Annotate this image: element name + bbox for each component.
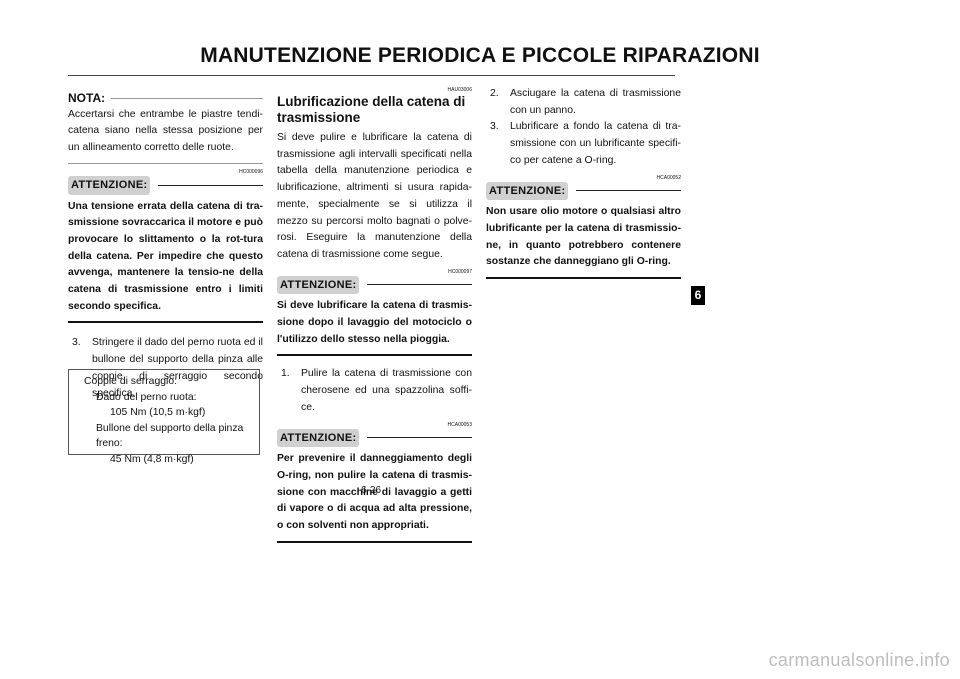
page-header-title: MANUTENZIONE PERIODICA E PICCOLE RIPARAZ…	[200, 44, 760, 67]
list-item-step-3: 3. Stringere il dado del perno ruota ed …	[68, 335, 263, 402]
middle-column: HAU03006 Lubrificazione della catena di …	[277, 86, 472, 543]
caution-end-rule	[277, 354, 472, 357]
spec-title: Coppie di serraggio:	[84, 376, 177, 387]
caution-label: ATTENZIONE:	[277, 428, 360, 448]
section-tab: 6	[691, 286, 705, 305]
step-text: Stringere il dado del perno ruota ed il …	[92, 337, 263, 399]
caution-text: Si deve lubrificare la catena di trasmis…	[277, 300, 472, 345]
caution-heading-rule	[576, 190, 681, 192]
left-column: NOTA: Accertarsi che entrambe le piastre…	[68, 86, 263, 402]
step-number: 2.	[490, 88, 499, 99]
caution-label: ATTENZIONE:	[277, 275, 360, 295]
spec-value-caliper-bolt: 45 Nm (4,8 m·kgf)	[110, 453, 194, 465]
list-item-step-3: 3. Lubrificare a fondo la catena di tra-…	[486, 119, 681, 169]
caution-heading-rule	[158, 184, 263, 186]
caution-heading: ATTENZIONE:	[486, 181, 681, 201]
section-intro: Si deve pulire e lubrificare la catena d…	[277, 132, 472, 260]
caution-code: HC000096	[239, 168, 263, 175]
caution-label: ATTENZIONE:	[68, 175, 151, 195]
caution-end-rule	[277, 540, 472, 543]
right-column: 2. Asciugare la catena di trasmissione c…	[486, 86, 681, 280]
note-text: Accertarsi che entrambe le piastre tendi…	[68, 108, 263, 154]
section-code: HAU03006	[447, 87, 472, 93]
caution-label: ATTENZIONE:	[486, 181, 569, 201]
caution-code: HC000097	[448, 268, 472, 275]
caution-heading-rule	[367, 284, 472, 286]
caution-text: Per prevenire il danneggiamento degli O-…	[277, 453, 472, 532]
header-rule	[68, 75, 675, 76]
step-number: 3.	[72, 337, 81, 349]
step-text: Lubrificare a fondo la catena di tra-smi…	[510, 121, 681, 166]
step-number: 1.	[281, 368, 290, 380]
page-number: 6-26	[360, 485, 381, 496]
step-text: Pulire la catena di trasmissione con che…	[301, 368, 472, 413]
note-label: NOTA:	[68, 91, 106, 105]
caution-code: HCA00053	[447, 421, 472, 428]
caution-end-rule	[68, 321, 263, 324]
step-text: Asciugare la catena di trasmissione con …	[510, 88, 681, 116]
caution-heading: ATTENZIONE:	[277, 275, 472, 295]
torque-spec-box: Coppie di serraggio: Dado del perno ruot…	[68, 369, 260, 465]
caution-end-rule	[486, 277, 681, 280]
caution-heading: ATTENZIONE:	[277, 428, 472, 448]
watermark: carmanualsonline.info	[768, 650, 950, 670]
caution-heading-rule	[367, 437, 472, 439]
list-item-step-2: 2. Asciugare la catena di trasmissione c…	[486, 86, 681, 119]
section-title: Lubrificazione della catena di trasmissi…	[277, 94, 466, 125]
step-number: 3.	[490, 121, 499, 133]
spec-item-caliper-bolt: Bullone del supporto della pinza freno:	[96, 422, 244, 450]
caution-heading: ATTENZIONE:	[68, 175, 263, 195]
caution-text: Non usare olio motore o qualsiasi altro …	[486, 206, 681, 268]
note-heading: NOTA:	[68, 90, 263, 107]
note-heading-rule	[111, 97, 263, 99]
caution-text: Una tensione errata della catena di tra-…	[68, 200, 263, 312]
spec-value-axle-nut: 105 Nm (10,5 m·kgf)	[110, 407, 206, 418]
spec-item-axle-nut: Dado del perno ruota:	[96, 391, 197, 403]
note-end-rule	[68, 162, 263, 164]
caution-code: HCA00052	[656, 174, 681, 181]
list-item-step-1: 1. Pulire la catena di trasmissione con …	[277, 366, 472, 416]
